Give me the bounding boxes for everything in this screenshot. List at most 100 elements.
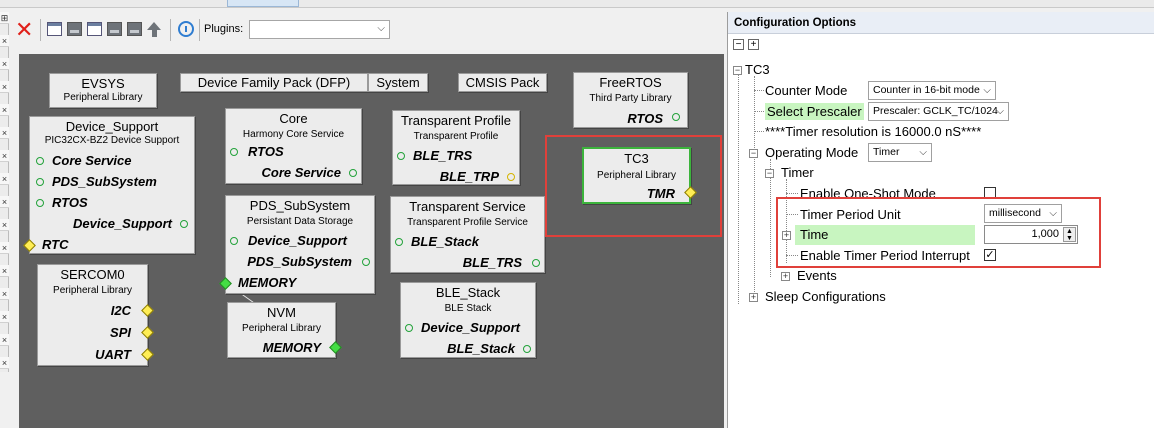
port-uart[interactable]: UART	[95, 347, 131, 362]
close-icon[interactable]: ×	[0, 58, 9, 70]
component-transparent-profile[interactable]: Transparent Profile Transparent Profile …	[392, 110, 520, 185]
port-spi[interactable]: SPI	[110, 325, 131, 340]
port-connector-icon[interactable]	[36, 178, 44, 186]
close-icon[interactable]: ×	[0, 150, 9, 162]
port-connector-icon[interactable]	[532, 259, 540, 267]
close-icon[interactable]: ×	[0, 242, 9, 254]
tree-root-tc3[interactable]: TC3	[745, 62, 770, 77]
port-rtos[interactable]: RTOS	[52, 195, 88, 210]
close-icon[interactable]: ×	[0, 173, 9, 185]
port-tmr[interactable]: TMR	[646, 186, 675, 201]
port-i2c[interactable]: I2C	[110, 303, 131, 318]
export-icon[interactable]	[87, 22, 102, 36]
enable-interrupt-checkbox[interactable]: ✓	[984, 249, 996, 261]
port-device-support[interactable]: Device_Support	[248, 233, 347, 248]
component-sercom0[interactable]: SERCOM0 Peripheral Library I2C SPI UART	[37, 264, 154, 366]
time-spinner[interactable]: 1,000 ▲▼	[984, 225, 1078, 244]
close-icon[interactable]: ×	[0, 127, 9, 139]
close-icon[interactable]: ×	[0, 219, 9, 231]
group-icon[interactable]	[67, 22, 82, 36]
new-window-icon[interactable]	[47, 22, 62, 36]
port-connector-icon[interactable]	[180, 220, 188, 228]
collapse-all-icon[interactable]: −	[733, 39, 744, 50]
port-connector-icon[interactable]	[36, 157, 44, 165]
component-cmsis-pack[interactable]: CMSIS Pack	[458, 73, 547, 92]
port-connector-icon[interactable]	[230, 237, 238, 245]
port-connector-icon[interactable]	[405, 324, 413, 332]
port-rtc[interactable]: RTC	[42, 237, 69, 252]
port-connector-icon[interactable]	[362, 258, 370, 266]
left-gutter: ⊞ × × × × × × × × × × × × × × ×	[0, 12, 9, 372]
port-connector-icon[interactable]	[523, 345, 531, 353]
sleep-configurations-label[interactable]: Sleep Configurations	[765, 289, 886, 304]
component-transparent-service[interactable]: Transparent Service Transparent Profile …	[390, 196, 545, 273]
close-icon[interactable]: ×	[0, 196, 9, 208]
close-icon[interactable]: ×	[0, 357, 9, 369]
close-icon[interactable]: ×	[0, 104, 9, 116]
port-connector-icon[interactable]	[349, 169, 357, 177]
component-dfp[interactable]: Device Family Pack (DFP)	[180, 73, 368, 92]
collapse-toggle-icon[interactable]: −	[765, 168, 774, 178]
node-subtitle: Persistant Data Storage	[246, 216, 354, 227]
component-system[interactable]: System	[368, 73, 428, 92]
close-icon[interactable]: ×	[0, 334, 9, 346]
port-memory[interactable]: MEMORY	[238, 275, 297, 290]
port-ble-stack[interactable]: BLE_Stack	[411, 234, 479, 249]
counter-mode-select[interactable]: Counter in 16-bit mode ⌵	[868, 81, 996, 100]
port-core-service[interactable]: Core Service	[261, 165, 342, 180]
component-ble-stack[interactable]: BLE_Stack BLE Stack Device_Support BLE_S…	[400, 282, 536, 358]
port-pds-subsystem[interactable]: PDS_SubSystem	[52, 174, 157, 189]
gutter-icon[interactable]: ⊞	[0, 12, 9, 24]
prescaler-select[interactable]: Prescaler: GCLK_TC/1024 ⌵	[868, 102, 1009, 121]
port-device-support[interactable]: Device_Support	[421, 320, 520, 335]
expand-toggle-icon[interactable]: +	[782, 230, 791, 240]
events-label[interactable]: Events	[797, 268, 837, 283]
expand-toggle-icon[interactable]: +	[749, 292, 758, 302]
ungroup-icon[interactable]	[107, 22, 122, 36]
component-pds-subsystem[interactable]: PDS_SubSystem Persistant Data Storage De…	[219, 195, 375, 294]
close-icon[interactable]: ×	[0, 311, 9, 323]
port-ble-trs[interactable]: BLE_TRS	[462, 255, 522, 270]
port-ble-trp[interactable]: BLE_TRP	[439, 169, 499, 184]
component-nvm[interactable]: NVM Peripheral Library MEMORY	[227, 302, 342, 358]
port-rtos[interactable]: RTOS	[627, 111, 663, 126]
plugins-dropdown[interactable]: ⌵	[249, 20, 390, 39]
port-connector-icon[interactable]	[672, 113, 680, 121]
component-core[interactable]: Core Harmony Core Service RTOS Core Serv…	[225, 108, 362, 184]
component-tc3[interactable]: TC3 Peripheral Library TMR	[582, 147, 697, 204]
port-device-support[interactable]: Device_Support	[73, 216, 172, 231]
port-ble-trs[interactable]: BLE_TRS	[413, 148, 473, 163]
component-device-support[interactable]: Device_Support PIC32CX-BZ2 Device Suppor…	[23, 116, 195, 254]
port-memory[interactable]: MEMORY	[262, 340, 321, 355]
collapse-toggle-icon[interactable]: −	[749, 148, 758, 158]
active-tab-marker[interactable]	[227, 0, 299, 7]
layout-icon[interactable]	[127, 22, 142, 36]
close-icon[interactable]: ×	[0, 81, 9, 93]
operating-mode-select[interactable]: Timer ⌵	[868, 143, 932, 162]
timer-group-label[interactable]: Timer	[781, 165, 814, 180]
port-pds-subsystem[interactable]: PDS_SubSystem	[247, 254, 352, 269]
close-icon[interactable]: ×	[0, 288, 9, 300]
move-up-icon[interactable]	[147, 22, 162, 38]
port-connector-icon[interactable]	[36, 199, 44, 207]
spinner-arrows-icon[interactable]: ▲▼	[1063, 227, 1076, 242]
counter-mode-value: Counter in 16-bit mode	[873, 84, 980, 96]
project-graph-canvas[interactable]: EVSYS Peripheral Library Device Family P…	[19, 54, 724, 428]
port-connector-icon[interactable]	[395, 238, 403, 246]
close-icon[interactable]: ×	[0, 35, 9, 47]
component-evsys[interactable]: EVSYS Peripheral Library	[49, 73, 157, 108]
component-freertos[interactable]: FreeRTOS Third Party Library RTOS	[573, 72, 688, 128]
port-connector-icon[interactable]	[397, 152, 405, 160]
plugin-icon[interactable]	[178, 21, 194, 37]
port-connector-icon[interactable]	[230, 148, 238, 156]
expand-toggle-icon[interactable]: +	[781, 271, 790, 281]
port-rtos[interactable]: RTOS	[248, 144, 284, 159]
timer-period-unit-select[interactable]: millisecond ⌵	[984, 204, 1062, 223]
expand-all-icon[interactable]: +	[748, 39, 759, 50]
port-connector-icon[interactable]	[507, 173, 515, 181]
collapse-toggle-icon[interactable]: −	[733, 65, 742, 75]
delete-icon[interactable]: ✕	[15, 17, 34, 42]
port-core-service[interactable]: Core Service	[52, 153, 132, 168]
port-ble-stack[interactable]: BLE_Stack	[447, 341, 515, 356]
close-icon[interactable]: ×	[0, 265, 9, 277]
